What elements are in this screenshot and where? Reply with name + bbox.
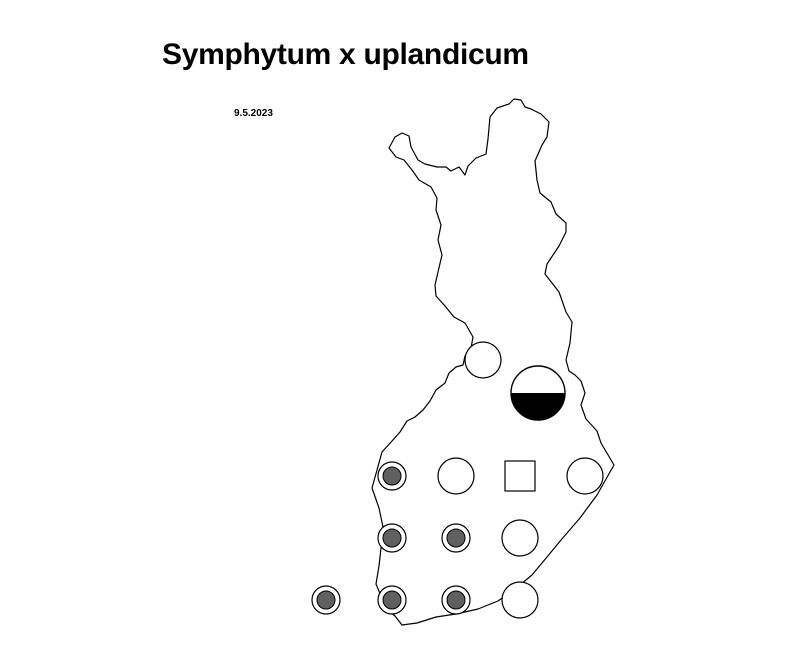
marker-kainuu: [510, 365, 566, 421]
marker-north-ostrobothnia: [464, 341, 502, 379]
marker-ostrobothnia: [377, 461, 407, 491]
marker-layer: [311, 341, 604, 619]
map-title: Symphytum x uplandicum: [162, 38, 529, 71]
marker-northern-savonia: [504, 460, 536, 492]
marker-north-karelia: [566, 457, 604, 495]
marker-kymenlaakso: [501, 581, 539, 619]
marker-uusimaa: [441, 585, 471, 615]
map-date: 9.5.2023: [234, 108, 273, 119]
marker-tavastia: [441, 523, 471, 553]
marker-savonia-south: [501, 519, 539, 557]
marker-central-finland: [437, 457, 475, 495]
marker-southwest: [377, 585, 407, 615]
marker-satakunta: [377, 523, 407, 553]
finland-outline: [371, 98, 615, 626]
marker-aland: [311, 585, 341, 615]
